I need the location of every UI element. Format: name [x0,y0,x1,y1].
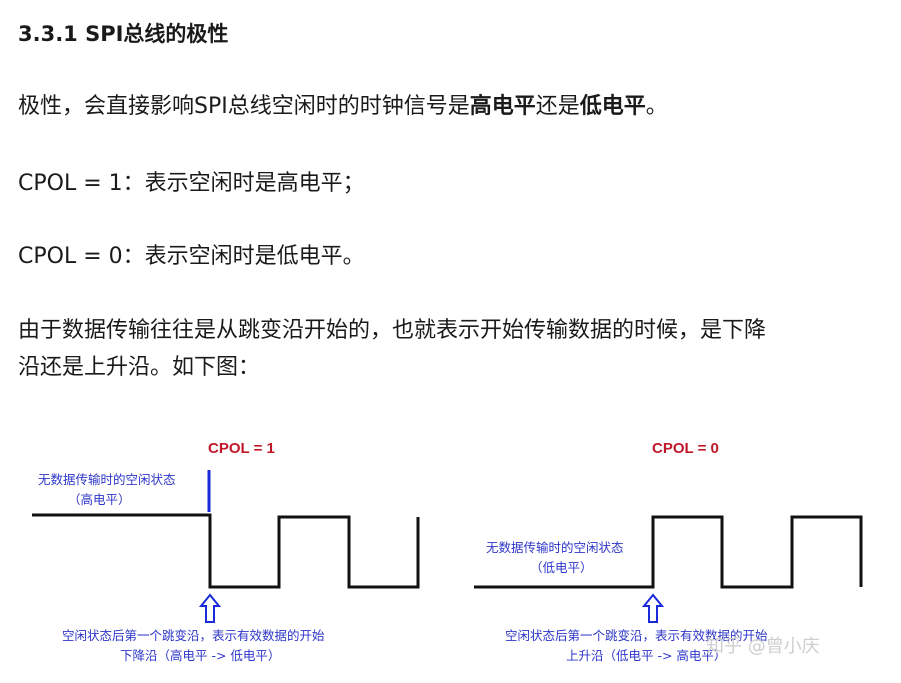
cpol0-diagram: CPOL = 0 无数据传输时的空闲状态 （低电平） 空闲状态后第一个跳变沿，表… [474,440,863,663]
cpol1-edge-note-line2: 下降沿（高电平 -> 低电平） [120,648,280,663]
section-heading: 3.3.1 SPI总线的极性 [18,22,229,46]
p4-line1: 由于数据传输往往是从跳变沿开始的，也就表示开始传输数据的时候，是下降 [18,318,767,343]
paragraph-edge-explanation: 由于数据传输往往是从跳变沿开始的，也就表示开始传输数据的时候，是下降 沿还是上升… [18,312,883,386]
p1-bold-low: 低电平 [579,94,646,119]
cpol1-edge-note-line1: 空闲状态后第一个跳变沿，表示有效数据的开始 [62,628,325,643]
p1-text-mid: 还是 [535,94,580,119]
p1-text-after: 。 [645,94,668,119]
cpol0-idle-note-line2: （低电平） [530,560,593,575]
cpol1-diagram: CPOL = 1 无数据传输时的空闲状态 （高电平） 空闲状态后第一个跳变沿，表… [32,440,420,663]
paragraph-polarity: 极性，会直接影响SPI总线空闲时的时钟信号是高电平还是低电平。 [18,88,883,125]
cpol0-title: CPOL = 0 [652,440,719,457]
cpol-timing-figure: CPOL = 1 无数据传输时的空闲状态 （高电平） 空闲状态后第一个跳变沿，表… [32,440,863,663]
cpol0-edge-note-line2: 上升沿（低电平 -> 高电平） [566,648,726,663]
p1-bold-high: 高电平 [469,94,536,119]
cpol0-idle-note-line1: 无数据传输时的空闲状态 [486,540,624,555]
cpol1-clock-waveform [32,513,420,589]
paragraph-cpol1: CPOL = 1：表示空闲时是高电平； [18,171,365,196]
p4-line2: 沿还是上升沿。如下图： [18,355,261,380]
up-arrow-icon [198,593,222,623]
paragraph-cpol0: CPOL = 0：表示空闲时是低电平。 [18,244,365,269]
cpol1-title: CPOL = 1 [208,440,275,457]
watermark: 知乎 @曾小庆 [706,636,820,657]
p1-text-before: 极性，会直接影响SPI总线空闲时的时钟信号是 [18,94,470,119]
cpol1-idle-note-line2: （高电平） [68,492,131,507]
cpol0-clock-waveform [474,515,863,589]
up-arrow-icon [641,593,665,623]
cpol1-idle-note-line1: 无数据传输时的空闲状态 [38,472,176,487]
cpol0-edge-note-line1: 空闲状态后第一个跳变沿，表示有效数据的开始 [505,628,768,643]
